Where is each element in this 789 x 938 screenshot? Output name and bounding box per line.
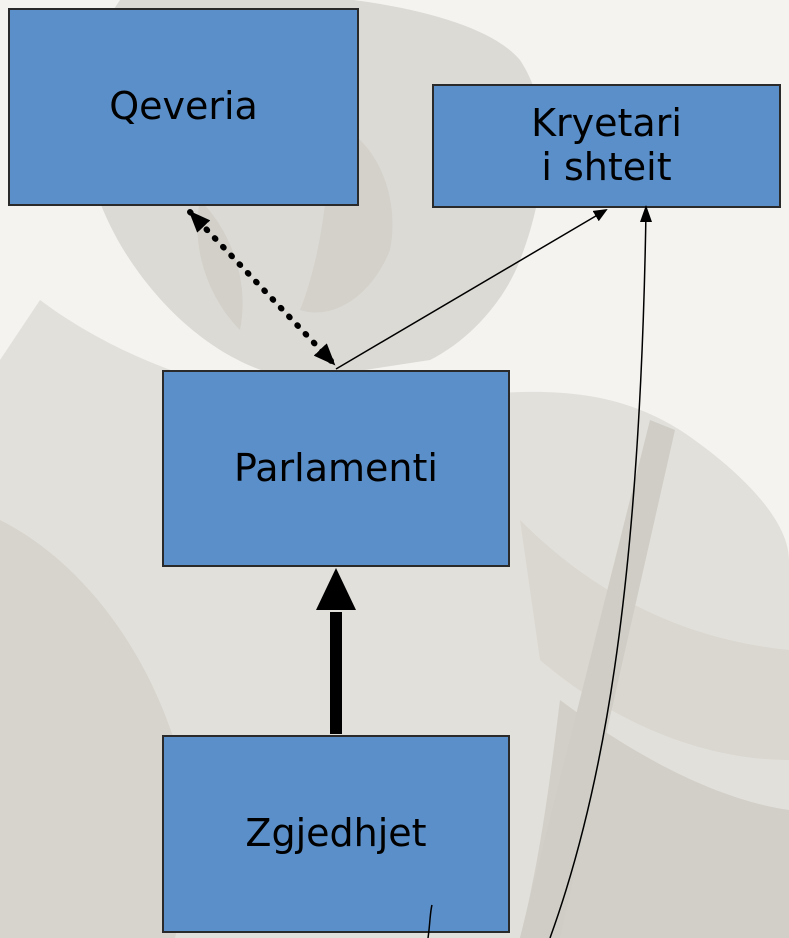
box-kryetari-label-line1: Kryetari (531, 101, 682, 146)
box-parlamenti: Parlamenti (162, 370, 510, 567)
box-qeveria-label: Qeveria (109, 84, 258, 129)
box-kryetari-label-line2: i shteit (541, 145, 672, 189)
box-parlamenti-label: Parlamenti (234, 445, 438, 490)
box-kryetari-i-shteit: Kryetari i shteit (432, 84, 781, 208)
box-zgjedhjet: Zgjedhjet (162, 735, 510, 933)
box-kryetari-label: Kryetari i shteit (531, 102, 682, 189)
box-qeveria: Qeveria (8, 8, 359, 206)
box-zgjedhjet-label: Zgjedhjet (245, 811, 427, 856)
